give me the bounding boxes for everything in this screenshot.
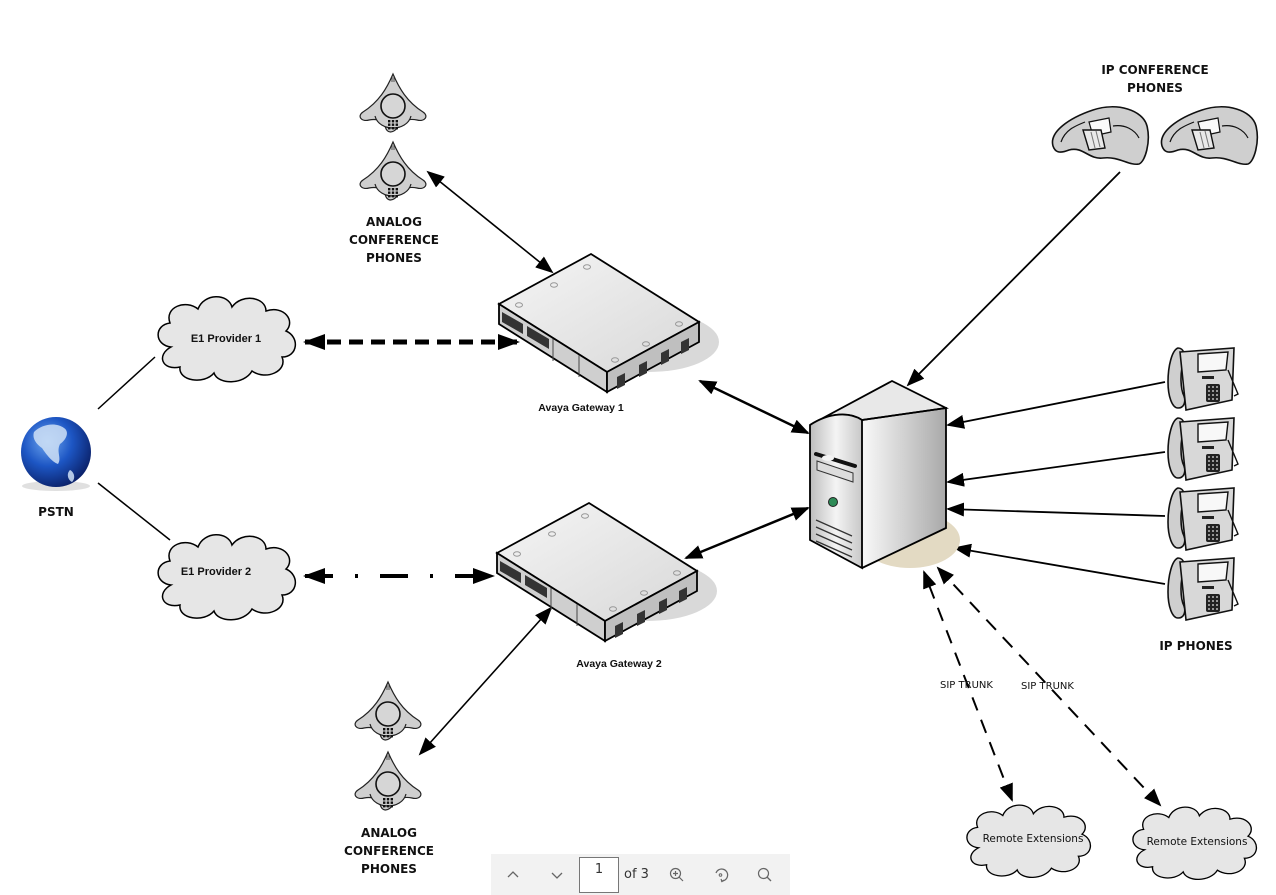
ip-conference-label-line-2: PHONES (1127, 81, 1183, 95)
e1-provider-2-label: E1 Provider 2 (181, 566, 251, 578)
connections: SIP TRUNK SIP TRUNK (97, 170, 1166, 807)
edge-analog-top-gateway-1 (426, 170, 554, 274)
analog-conference-phone-icon (354, 751, 422, 811)
previous-page-button[interactable] (491, 854, 535, 895)
page-count-label: of 3 (624, 867, 649, 882)
zoom-in-icon (669, 867, 684, 881)
e1-provider-2-node: E1 Provider 2 (157, 533, 297, 621)
remote-extensions-1-label: Remote Extensions (983, 833, 1084, 845)
analog-conference-phone-icon (354, 681, 422, 741)
pstn-node: PSTN (21, 417, 91, 519)
ip-phones-label: IP PHONES (1159, 639, 1232, 653)
ip-desk-phone-icon (1167, 557, 1239, 621)
edge-pstn-e1-provider-1 (97, 356, 156, 410)
analog-top-label-line-3: PHONES (366, 251, 422, 265)
server-node (809, 379, 960, 570)
ip-conference-phone-icon (1051, 106, 1150, 166)
chevron-down-icon (551, 872, 563, 879)
edge-ip-phone-4-server (953, 543, 1166, 585)
edge-ip-phone-3-server (946, 502, 1166, 517)
analog-bottom-label-line-2: CONFERENCE (344, 844, 434, 858)
edge-gateway-1-server (698, 379, 810, 435)
e1-provider-1-label: E1 Provider 1 (191, 333, 261, 345)
analog-conference-phone-icon (359, 141, 427, 201)
gateway-1-label: Avaya Gateway 1 (538, 402, 624, 414)
ip-desk-phone-icon (1167, 417, 1239, 481)
edge-ip-phone-1-server (946, 381, 1166, 429)
analog-conference-phones-top: ANALOG CONFERENCE PHONES (349, 73, 439, 265)
edge-ip-phone-2-server (946, 451, 1166, 487)
analog-bottom-label-line-3: PHONES (361, 862, 417, 876)
server-tower-icon (809, 379, 949, 570)
chevron-up-icon (507, 870, 519, 877)
ip-conference-label-line-1: IP CONFERENCE (1101, 63, 1208, 77)
search-icon (757, 867, 772, 881)
sip-trunk-label-2: SIP TRUNK (1021, 681, 1074, 692)
pstn-label: PSTN (38, 505, 74, 519)
gateway-2-node: Avaya Gateway 2 (496, 502, 718, 670)
search-button[interactable] (743, 854, 787, 895)
rotate-icon (715, 867, 729, 882)
e1-provider-1-node: E1 Provider 1 (157, 295, 297, 383)
edge-ip-conference-server (906, 171, 1121, 387)
sip-trunk-label-1: SIP TRUNK (940, 680, 993, 691)
ip-conference-phone-icon (1160, 106, 1259, 166)
gateway-icon (496, 502, 718, 642)
gateway-icon (498, 253, 720, 393)
analog-conference-phone-icon (359, 73, 427, 133)
ip-phones: IP PHONES (1159, 347, 1239, 653)
rotate-button[interactable] (699, 854, 743, 895)
edge-analog-bottom-gateway-2 (418, 606, 553, 756)
remote-extensions-2-label: Remote Extensions (1147, 836, 1248, 848)
edge-sip-trunk-2 (936, 566, 1162, 807)
analog-top-label-line-2: CONFERENCE (349, 233, 439, 247)
ip-desk-phone-icon (1167, 487, 1239, 551)
analog-top-label-line-1: ANALOG (366, 215, 422, 229)
edge-pstn-e1-provider-2 (97, 482, 171, 541)
page-toolbar: 1 of 3 (491, 854, 790, 895)
edge-gateway-2-server (684, 506, 810, 560)
analog-conference-phones-bottom: ANALOG CONFERENCE PHONES (344, 681, 434, 876)
analog-bottom-label-line-1: ANALOG (361, 826, 417, 840)
gateway-2-label: Avaya Gateway 2 (576, 658, 662, 670)
page-number-input[interactable]: 1 (579, 856, 619, 893)
ip-conference-phones: IP CONFERENCE PHONES (1051, 63, 1259, 166)
ip-desk-phone-icon (1167, 347, 1239, 411)
next-page-button[interactable] (535, 854, 579, 895)
zoom-in-button[interactable] (655, 854, 699, 895)
gateway-1-node: Avaya Gateway 1 (498, 253, 720, 414)
